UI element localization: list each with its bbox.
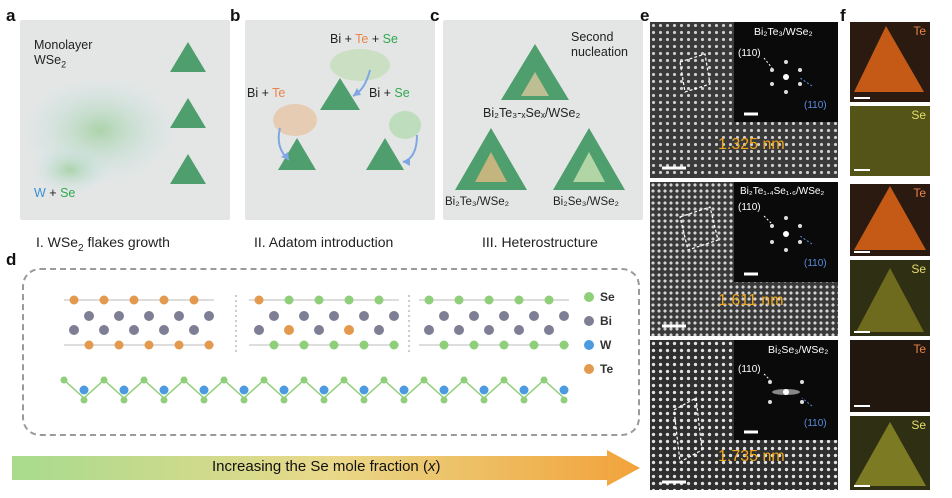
panel-b-top-precursors: Bi + Te + Se <box>330 32 398 46</box>
flake-b-center <box>320 78 360 110</box>
eds-map-se-3: Se <box>850 416 930 490</box>
element-label: Te <box>913 342 926 356</box>
panel-a-caption: I. WSe2 flakes growth <box>36 234 170 254</box>
se-fraction-arrow: Increasing the Se mole fraction (x) <box>12 450 640 486</box>
panel-label-a: a <box>6 6 16 25</box>
panel-label-c: c <box>430 6 440 25</box>
legend-dot-bi <box>584 316 594 326</box>
element-label: Te <box>913 24 926 38</box>
panel-c-left-label: Bi₂Te₃/WSe₂ <box>445 196 510 208</box>
element-label: Se <box>911 418 926 432</box>
unit-cell-outline <box>662 53 711 170</box>
tem-image-1: Bi₂Te₃/WSe₂ (110) (110) 1.325 nm <box>650 22 838 178</box>
element-label: Se <box>911 108 926 122</box>
flake-b-left <box>278 138 316 170</box>
tem-image-2: Bi₂Te₁.₄Se₁.₆/WSe₂ (110) (110) 1.611 nm <box>650 182 838 336</box>
eds-map-te-1: Te <box>850 22 930 102</box>
legend-item: Se <box>584 290 615 304</box>
flake-b-right <box>366 138 404 170</box>
spot-label-blue: (110) <box>804 100 827 111</box>
eds-triangle <box>854 268 924 333</box>
wse2-flake-1 <box>170 42 206 72</box>
bi2te-se-structure <box>249 295 399 350</box>
arrow-shape <box>12 450 640 486</box>
panel-label-f: f <box>840 6 846 25</box>
panel-a-precursors: W + Se <box>34 186 76 200</box>
panel-c-caption: III. Heterostructure <box>482 234 598 250</box>
tem-image-3: Bi₂Se₃/WSe₂ (110) (110) 1.735 nm <box>650 340 838 490</box>
panel-a-box: Monolayer WSe2 W + Se <box>20 20 230 220</box>
eds-map-te-2: Te <box>850 184 930 256</box>
panel-label-b: b <box>230 6 241 25</box>
spot-label-blue: (110) <box>804 258 827 269</box>
lattice-spacing: 1.611 nm <box>718 292 784 309</box>
element-label: Se <box>911 262 926 276</box>
legend-item: Bi <box>584 314 615 328</box>
unit-cell-outline <box>662 397 703 484</box>
eds-triangle <box>854 186 926 253</box>
bi2te3-structure <box>64 295 214 350</box>
arrow-label: Increasing the Se mole fraction (x) <box>212 458 441 475</box>
spot-label-white: (110) <box>738 364 761 375</box>
legend-dot-te <box>584 364 594 374</box>
panel-label-d: d <box>6 250 17 269</box>
diffraction-pattern <box>744 373 813 434</box>
panel-b-left-precursors: Bi + Te <box>247 86 286 100</box>
legend-item: W <box>584 338 615 352</box>
panel-d-box: Se Bi W Te <box>22 268 640 436</box>
panel-c-top-label: Bi₂Te₃-ₓSeₓ/WSe₂ <box>483 106 581 120</box>
eds-triangle <box>854 422 926 487</box>
wse2-flake-3 <box>170 154 206 184</box>
lattice-spacing: 1.735 nm <box>718 448 785 465</box>
spot-label-white: (110) <box>738 48 761 59</box>
eds-triangle <box>854 26 924 99</box>
diffraction-pattern <box>744 57 813 116</box>
fft-inset-3: Bi₂Se₃/WSe₂ (110) (110) <box>734 340 838 440</box>
inset-label: Bi₂Te₁.₄Se₁.₆/WSe₂ <box>740 186 825 197</box>
inset-label: Bi₂Se₃/WSe₂ <box>768 344 829 356</box>
panel-a-title: Monolayer WSe2 <box>34 38 93 70</box>
wse2-layer <box>60 376 569 404</box>
element-legend: Se Bi W Te <box>584 290 615 376</box>
panel-a-illustration <box>20 42 206 195</box>
panel-label-e: e <box>640 6 650 25</box>
panel-b-right-precursors: Bi + Se <box>369 86 410 100</box>
fft-inset-1: Bi₂Te₃/WSe₂ (110) (110) <box>734 22 838 122</box>
wse2-flake-2 <box>170 98 206 128</box>
bi2se3-structure <box>419 295 569 350</box>
diffraction-pattern <box>744 215 813 276</box>
legend-dot-se <box>584 292 594 302</box>
eds-map-se-2: Se <box>850 260 930 336</box>
crystal-structure-diagram <box>60 295 569 404</box>
panel-b-caption: II. Adatom introduction <box>254 234 394 250</box>
unit-cell-outline <box>662 206 719 328</box>
panel-c-right-label: Bi₂Se₃/WSe₂ <box>553 196 620 208</box>
spot-label-blue: (110) <box>804 418 827 429</box>
lattice-spacing: 1.325 nm <box>718 136 785 153</box>
eds-triangle <box>850 340 930 412</box>
inset-label: Bi₂Te₃/WSe₂ <box>754 26 813 38</box>
spot-label-white: (110) <box>738 202 761 213</box>
eds-map-te-3: Te <box>850 340 930 412</box>
panel-b-illustration <box>273 49 421 170</box>
eds-triangle <box>850 106 930 176</box>
legend-dot-w <box>584 340 594 350</box>
fft-inset-2: Bi₂Te₁.₄Se₁.₆/WSe₂ (110) (110) <box>734 182 838 282</box>
element-label: Te <box>913 186 926 200</box>
legend-item: Te <box>584 362 615 376</box>
panel-c-illustration <box>455 44 625 190</box>
panel-b-box: Bi + Te + Se Bi + Te Bi + Se <box>245 20 435 220</box>
eds-map-se-1: Se <box>850 106 930 176</box>
